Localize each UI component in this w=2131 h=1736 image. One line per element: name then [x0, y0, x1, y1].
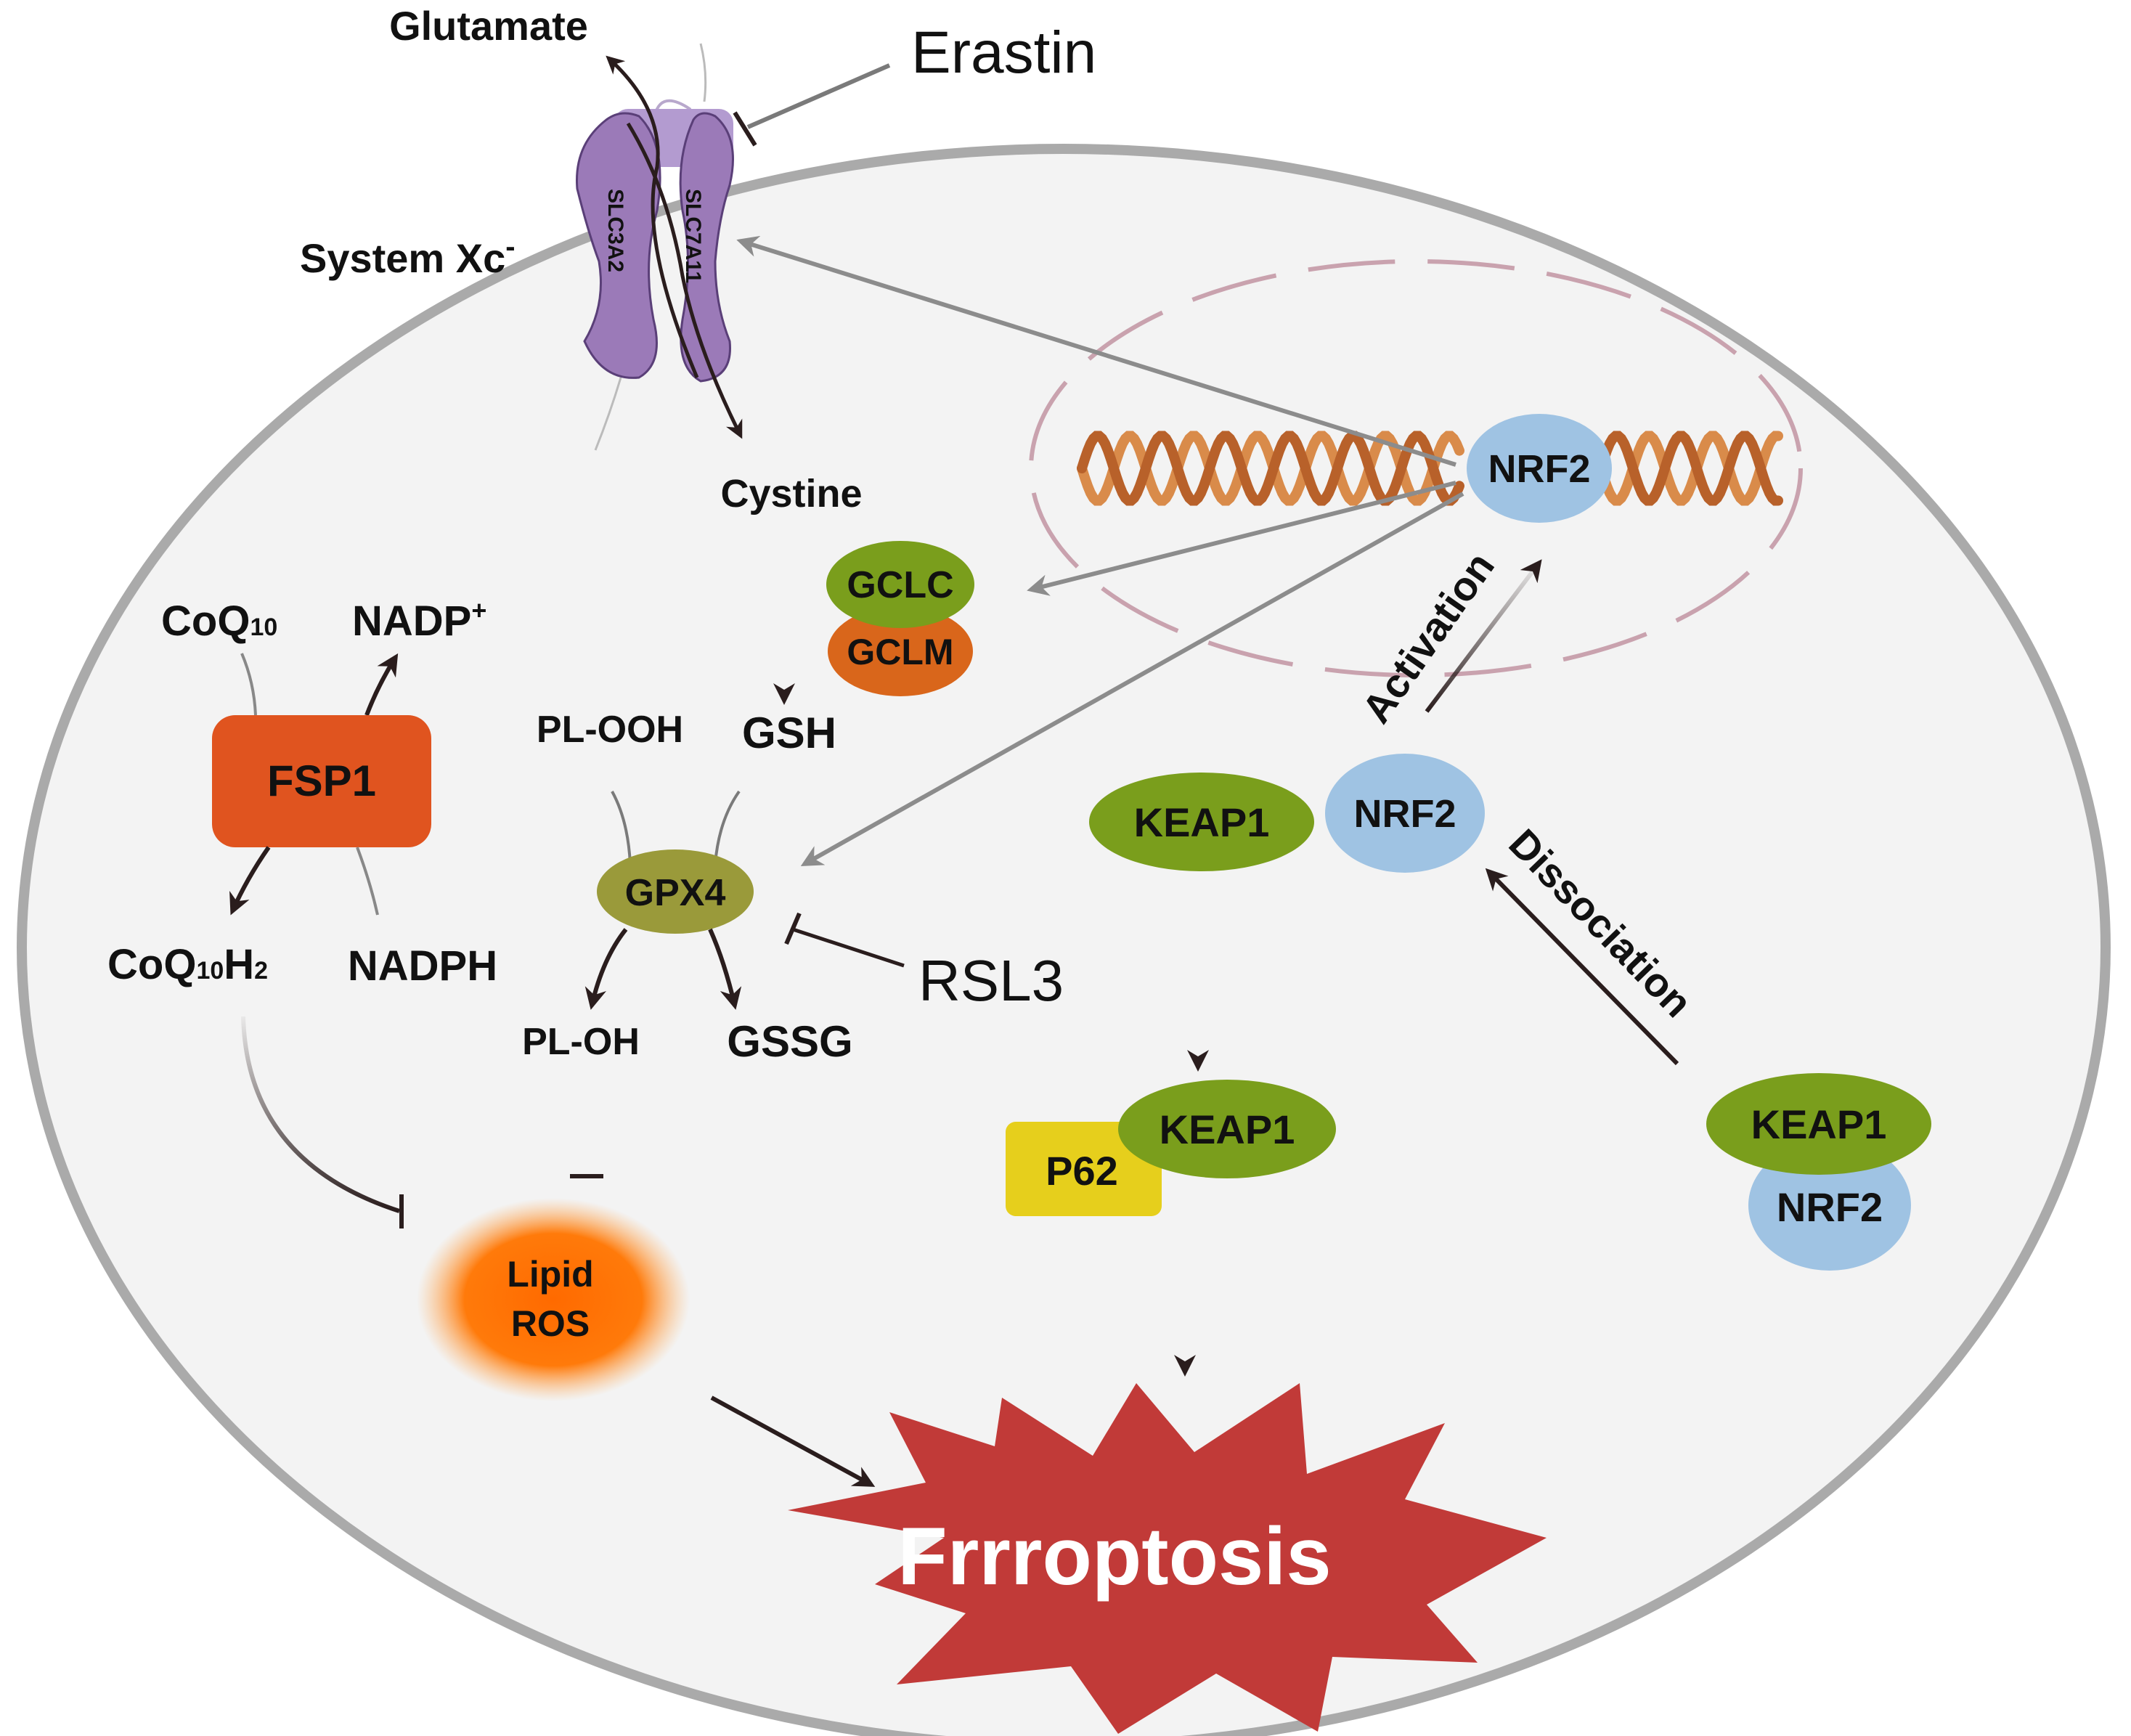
keap1-free-label: KEAP1 [1134, 799, 1270, 845]
slc7a11-label: SLC7A11 [681, 189, 705, 283]
erastin-label: Erastin [911, 20, 1096, 86]
keap1-free [1089, 773, 1314, 871]
keap1-bound-label: KEAP1 [1751, 1101, 1887, 1147]
fsp1-to-nadp-arrow [364, 653, 399, 717]
erastin-inhibition-bar [733, 111, 757, 147]
lipid-ros-label-line2: ROS [511, 1303, 590, 1344]
gpx4-label: GPX4 [625, 872, 726, 914]
nrf2-to-gclc-arrow [1027, 481, 1456, 596]
ferroptosis-label: Frrroptosis [897, 1511, 1331, 1602]
keap1-p62-label: KEAP1 [1160, 1107, 1295, 1152]
pl-ooh-label: PL-OOH [537, 709, 683, 751]
coq10h2-inhibition-line [241, 1016, 400, 1213]
p62-box [1006, 1122, 1162, 1216]
pl-ooh-substrate-line [611, 791, 632, 865]
nrf2-nuclear-label: NRF2 [1488, 447, 1590, 491]
gclc [826, 541, 974, 628]
nrf2-to-slc7a11-arrow [736, 235, 1456, 467]
gssg-label: GSSG [727, 1017, 852, 1066]
erastin-inhibition-line [746, 63, 891, 129]
slc3a2-label: SLC3A2 [603, 189, 627, 272]
lipid-ros-to-ferroptosis-arrow [710, 1395, 876, 1487]
coq10-substrate-line [240, 653, 257, 716]
lipid-ros [417, 1198, 690, 1401]
rsl3-inhibition-line [792, 927, 905, 968]
fsp1-to-coq10h2-arrow [229, 846, 271, 916]
keap1-bound [1706, 1073, 1931, 1175]
system-xc-label: System Xc- [300, 231, 516, 281]
ferroptosis-burst [788, 1383, 1547, 1734]
gclm [828, 606, 973, 696]
fsp1-box [212, 715, 431, 847]
nrf2-to-gpx4-arrow [800, 492, 1464, 866]
keap1-p62 [1118, 1080, 1336, 1178]
gsh-substrate-line [714, 790, 741, 865]
gpx4 [597, 849, 754, 934]
glutamate-label: Glutamate [389, 3, 588, 49]
coq10-label: CoQ10 [161, 598, 277, 645]
p62-label: P62 [1046, 1148, 1118, 1194]
cystine-import-arrow [626, 122, 743, 439]
dna-strand [1596, 431, 1783, 506]
gsh-label: GSH [742, 709, 836, 757]
dna-helix [1077, 431, 1783, 506]
gpx4-to-gssg-arrow [708, 928, 742, 1010]
nadph-substrate-line [356, 847, 379, 916]
gpx4-to-pl-oh-arrow [584, 928, 628, 1010]
gclm-label: GCLM [847, 632, 953, 672]
gclc-label: GCLC [847, 564, 953, 606]
dissociation-arrow [1485, 868, 1679, 1066]
activation-arrow [1425, 559, 1542, 713]
rsl3-label: RSL3 [918, 948, 1064, 1013]
coq10h2-label: CoQ10H2 [107, 941, 268, 988]
nadph-label: NADPH [348, 942, 497, 990]
fsp1-label: FSP1 [267, 757, 376, 805]
cystine-label: Cystine [720, 472, 862, 515]
rsl3-inhibition-bar [784, 912, 802, 945]
lipid-ros-label-line1: Lipid [507, 1254, 593, 1295]
dna-strand [1077, 431, 1464, 506]
pl-oh-label: PL-OH [522, 1021, 640, 1063]
nrf2-free-label: NRF2 [1353, 792, 1456, 836]
nrf2-bound-label: NRF2 [1777, 1184, 1883, 1230]
nrf2-nuclear [1467, 414, 1612, 523]
nadp-label: NADP+ [352, 595, 486, 645]
nrf2-free [1325, 754, 1485, 873]
nucleus [1029, 259, 1803, 677]
